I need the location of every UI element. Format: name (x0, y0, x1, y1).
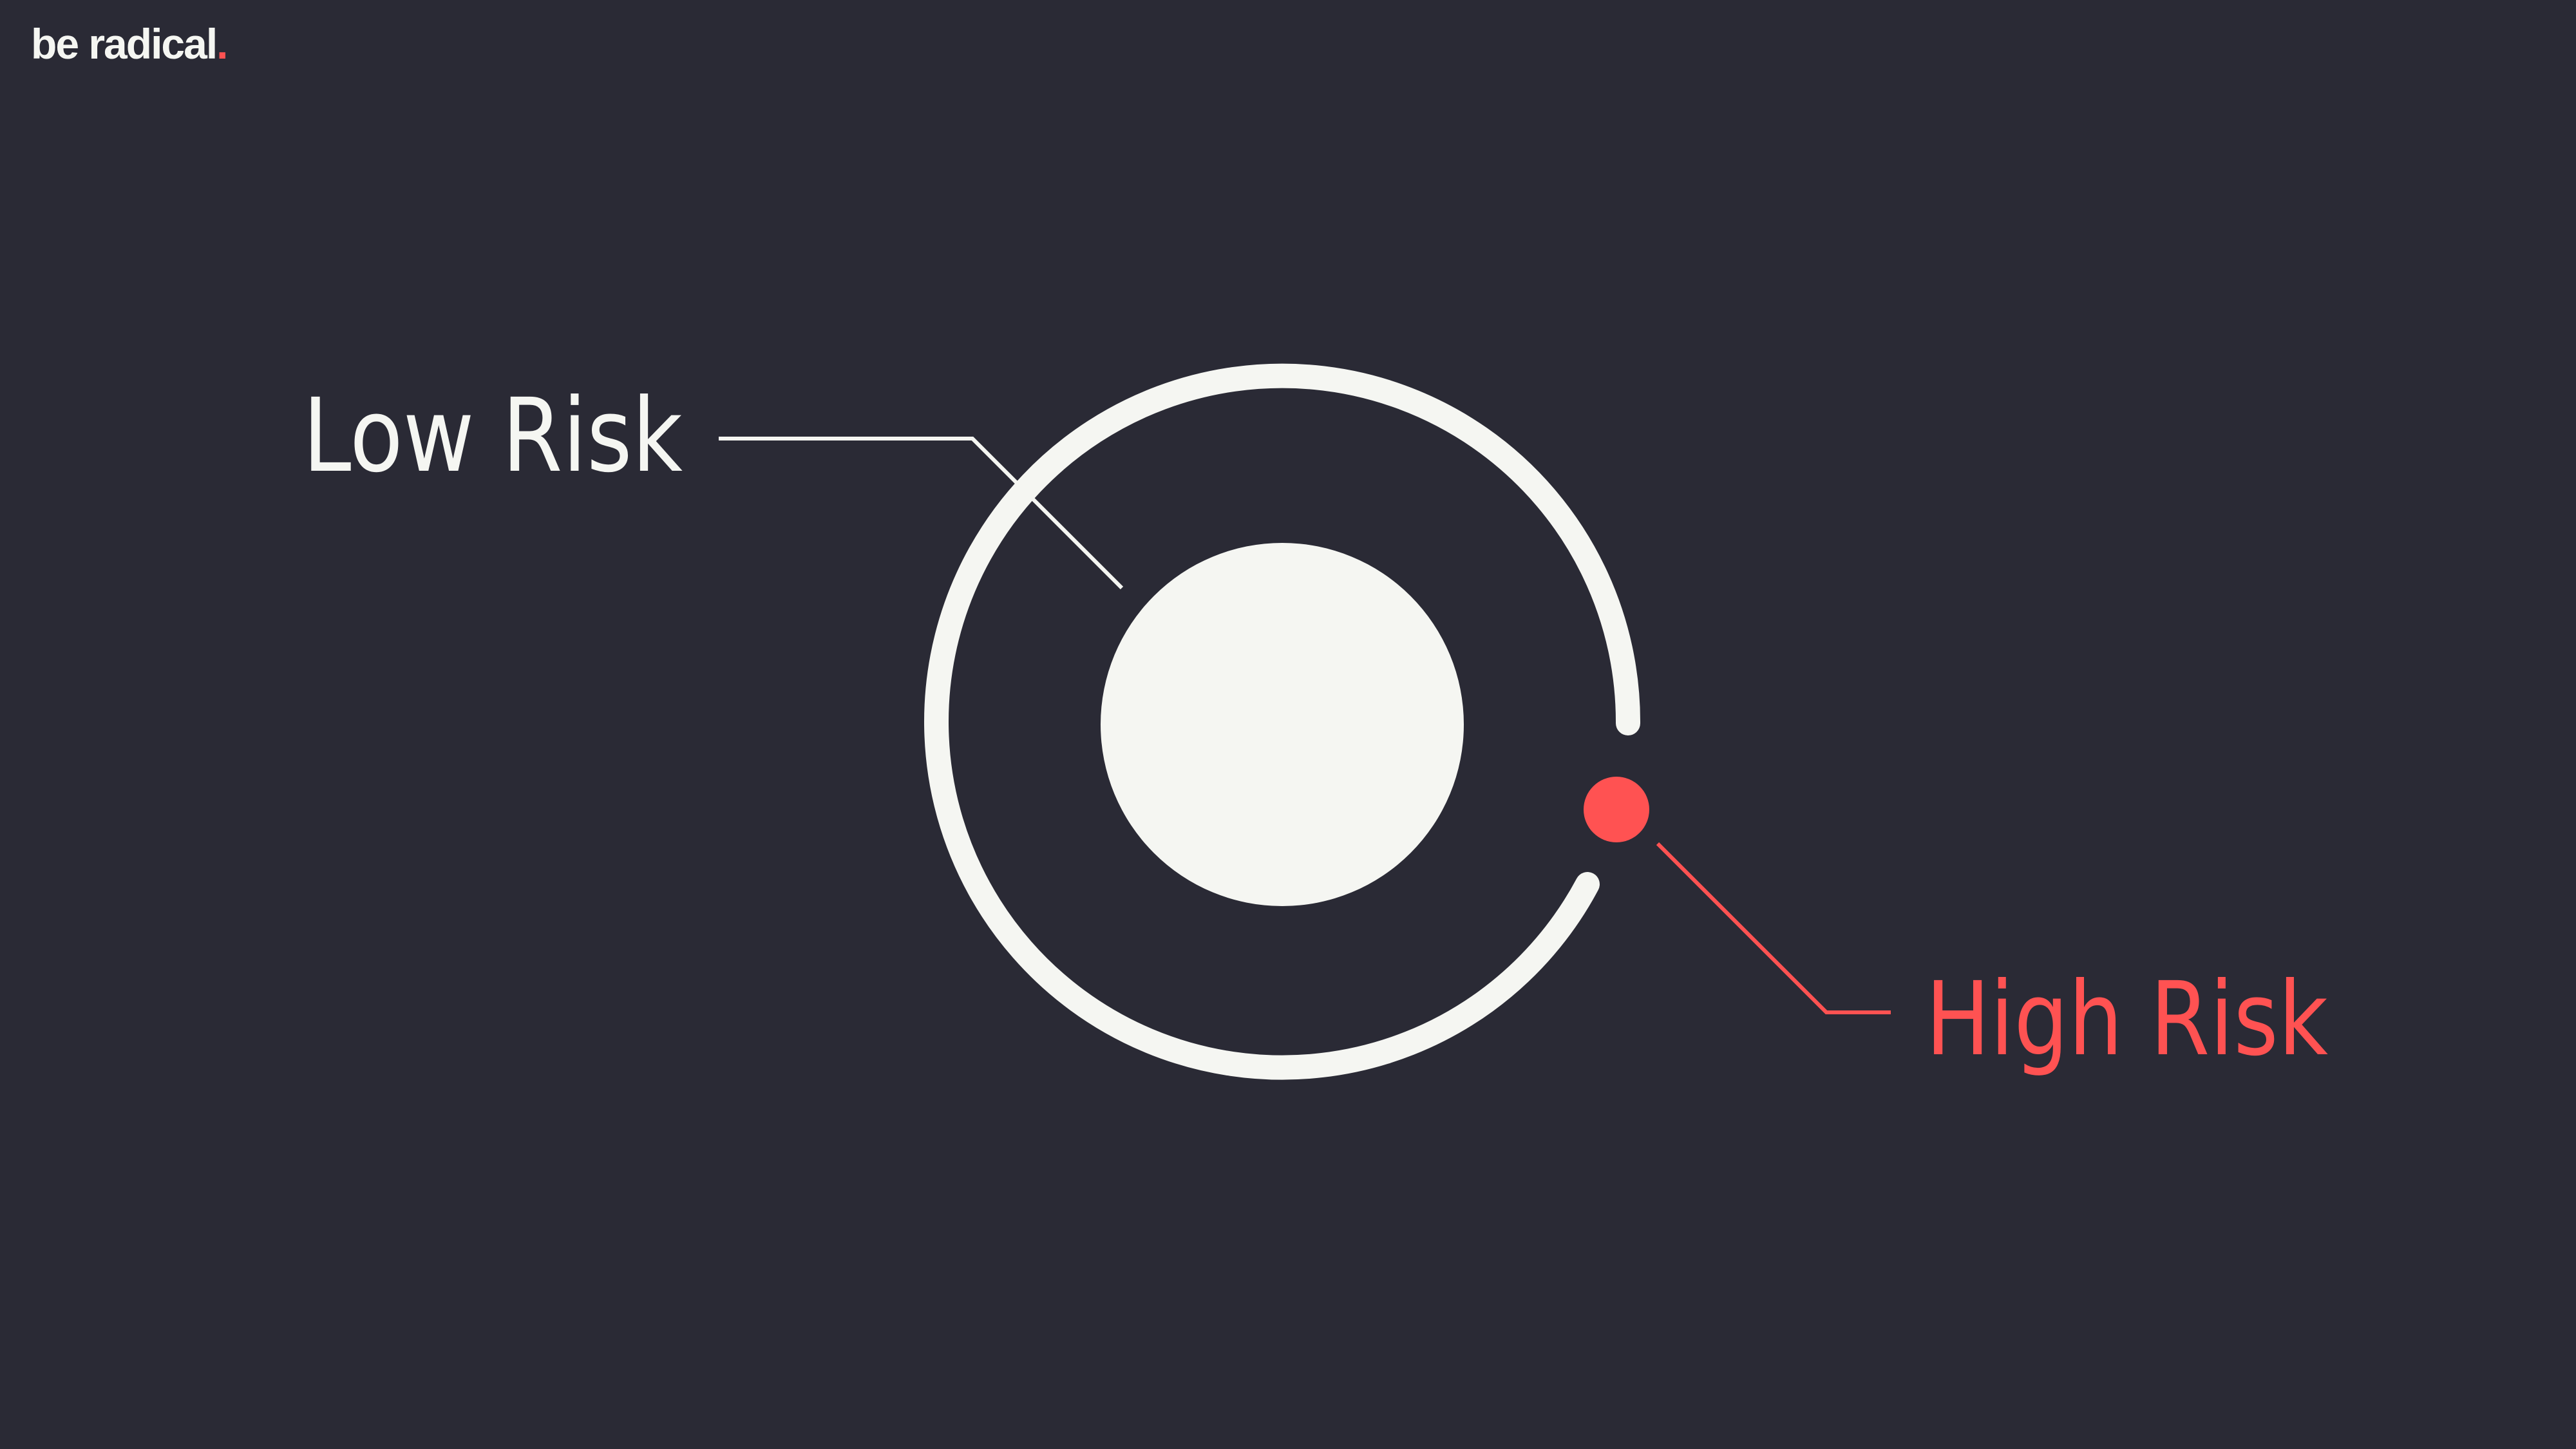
risk-dot (1584, 777, 1649, 842)
high-risk-label: High Risk (1926, 960, 2328, 1079)
high-risk-connector (1656, 842, 1891, 1014)
brand-dot: . (216, 20, 228, 68)
low-risk-label: Low Risk (303, 377, 683, 495)
brand-name: be radical (31, 20, 218, 68)
brand-logo: be radical. (31, 19, 229, 68)
outer-ring (924, 363, 1641, 1080)
low-risk-connector (719, 437, 1124, 590)
inner-circle (1101, 543, 1464, 906)
